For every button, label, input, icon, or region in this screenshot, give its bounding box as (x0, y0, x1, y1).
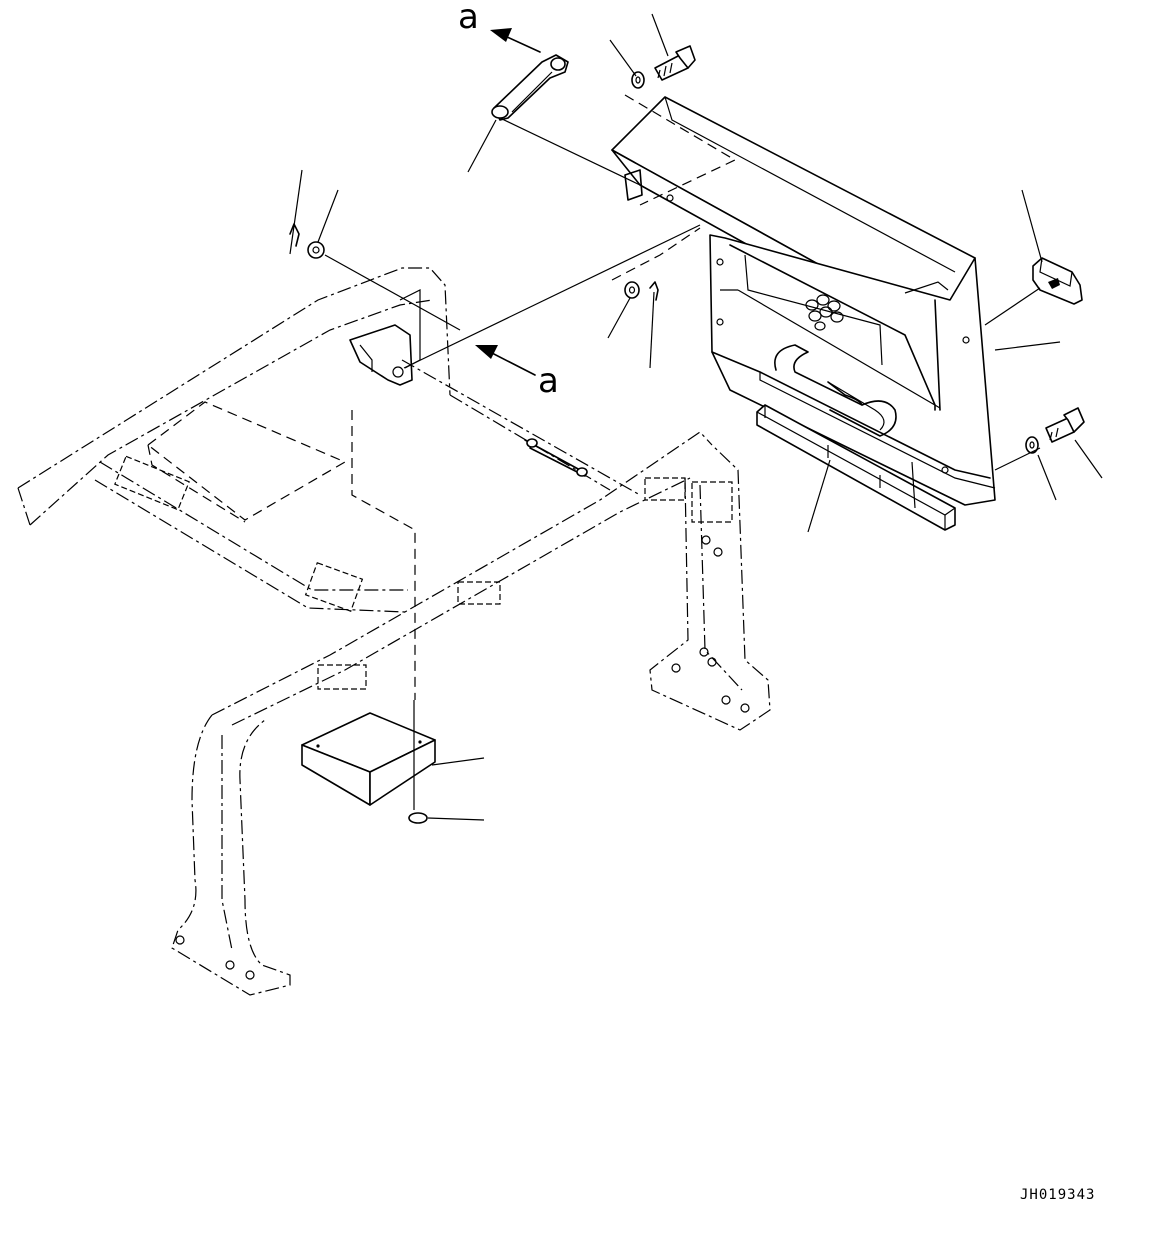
drawing-code: JH019343 (1020, 1187, 1096, 1203)
washer-top (631, 71, 645, 89)
washer-mid (624, 281, 640, 299)
washer-left (307, 241, 325, 259)
grommet (408, 812, 428, 824)
rear-hinge-bracket (349, 289, 421, 386)
roof-pad (147, 401, 347, 523)
split-pin-mid (649, 281, 659, 301)
latch-clip (1032, 257, 1083, 305)
leader-lines (289, 13, 1103, 821)
bolt-top (654, 45, 696, 81)
view-arrow-mid (475, 345, 536, 376)
view-arrow-top (490, 28, 541, 53)
keypad (805, 294, 844, 331)
cab-frame (17, 267, 771, 996)
view-label-a-mid: a (538, 361, 559, 401)
cushion-pad (301, 712, 436, 806)
pin (524, 438, 588, 477)
washer-right (1025, 436, 1039, 454)
console-box (611, 96, 996, 506)
bolt-right (1045, 407, 1085, 443)
split-pin-left (289, 223, 300, 247)
assembly-lines (324, 94, 1041, 810)
view-label-a-top: a (458, 0, 479, 37)
stay-arm (491, 54, 569, 121)
seal-strip (756, 404, 956, 531)
